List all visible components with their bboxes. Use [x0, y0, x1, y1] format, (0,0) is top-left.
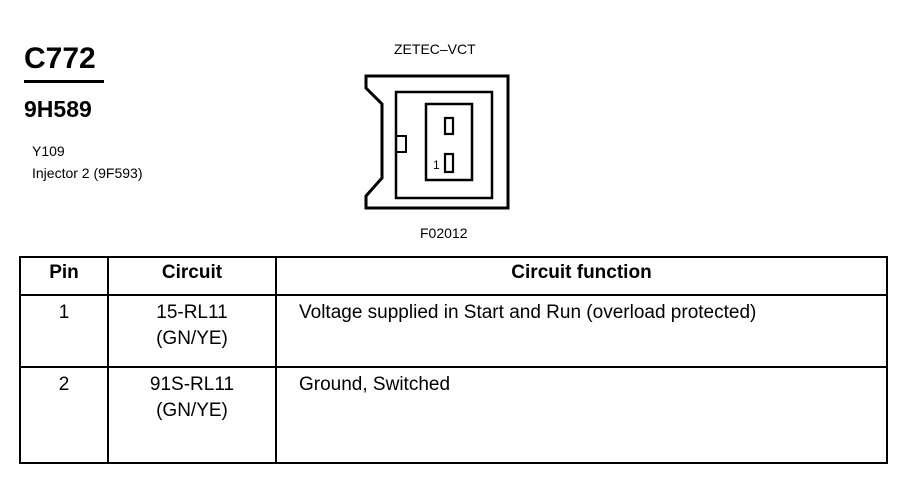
- wire-color: (GN/YE): [156, 400, 228, 421]
- header-circuit: Circuit: [107, 256, 277, 296]
- header-pin: Pin: [19, 256, 109, 296]
- engine-label: ZETEC–VCT: [394, 41, 476, 57]
- connector-face-drawing: 1: [364, 74, 510, 210]
- connector-latch: [395, 135, 407, 153]
- pin-number: 1: [19, 294, 109, 368]
- pin-2-terminal: [443, 116, 455, 136]
- wire-color: (GN/YE): [156, 328, 228, 349]
- circuit-id: 91S-RL11: [149, 374, 235, 395]
- pin-table: Pin Circuit Circuit function 1 15-RL11 (…: [19, 256, 888, 464]
- location-code: Y109: [32, 143, 65, 159]
- pin-1-terminal: [443, 152, 455, 174]
- pin-1-marker: 1: [433, 158, 440, 172]
- part-number: 9H589: [24, 96, 92, 122]
- connector-housing-outline: [364, 74, 510, 210]
- connector-id: C772: [24, 42, 96, 75]
- connector-id-underline: [24, 80, 104, 83]
- connector-terminal-cavity: [424, 102, 474, 182]
- figure-code: F02012: [420, 225, 468, 241]
- table-row: 2 91S-RL11 (GN/YE) Ground, Switched: [19, 366, 888, 464]
- connector-inner-housing: [394, 90, 494, 200]
- circuit-id: 15-RL11: [156, 302, 228, 323]
- circuit-cell: 91S-RL11 (GN/YE): [107, 366, 277, 464]
- table-header-row: Pin Circuit Circuit function: [19, 256, 888, 296]
- circuit-cell: 15-RL11 (GN/YE): [107, 294, 277, 368]
- circuit-function: Ground, Switched: [275, 366, 888, 464]
- table-row: 1 15-RL11 (GN/YE) Voltage supplied in St…: [19, 294, 888, 368]
- pin-number: 2: [19, 366, 109, 464]
- component-name: Injector 2 (9F593): [32, 165, 143, 181]
- circuit-function: Voltage supplied in Start and Run (overl…: [275, 294, 888, 368]
- header-circuit-function: Circuit function: [275, 256, 888, 296]
